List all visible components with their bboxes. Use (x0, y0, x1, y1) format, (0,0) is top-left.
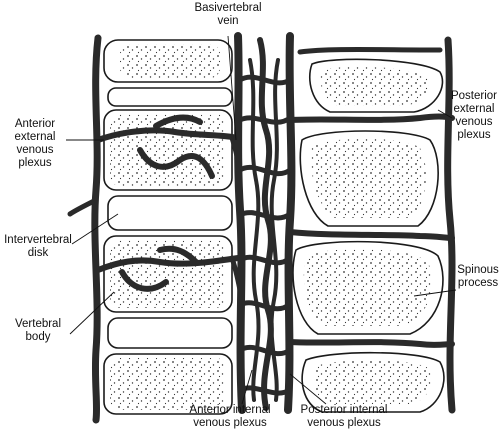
intervertebral-disk-1 (107, 87, 233, 107)
label-posterior-external-venous-plexus: Posterior external venous plexus (450, 90, 498, 141)
label-anterior-external-venous-plexus: Anterior external venous plexus (14, 118, 56, 169)
anterior-external-venous-plexus (67, 34, 241, 424)
leader-lines (66, 35, 457, 405)
leader-anterior-internal (241, 369, 253, 405)
label-vertebral-body: Vertebral body (14, 318, 62, 343)
label-anterior-internal-venous-plexus: Anterior internal venous plexus (189, 404, 271, 429)
label-posterior-internal-venous-plexus: Posterior internal venous plexus (300, 404, 388, 429)
leader-posterior-external (437, 109, 453, 119)
vertebral-column (103, 39, 233, 415)
label-intervertebral-disk: Intervertebral disk (4, 234, 72, 259)
internal-venous-plexus (229, 32, 296, 414)
leader-posterior-internal (289, 373, 327, 405)
posterior-external-venous-plexus (287, 36, 456, 414)
label-spinous-process: Spinous process (457, 264, 499, 289)
leader-spinous-process (413, 289, 457, 297)
spinous-processes (292, 58, 445, 413)
leader-intervertebral-disk (71, 213, 119, 245)
intervertebral-disk-2 (107, 195, 233, 231)
leader-basivertebral (227, 35, 237, 141)
leader-vertebral-body (69, 291, 115, 335)
intervertebral-disk-3 (107, 317, 233, 349)
label-basivertebral-vein: Basivertebral vein (194, 2, 262, 27)
